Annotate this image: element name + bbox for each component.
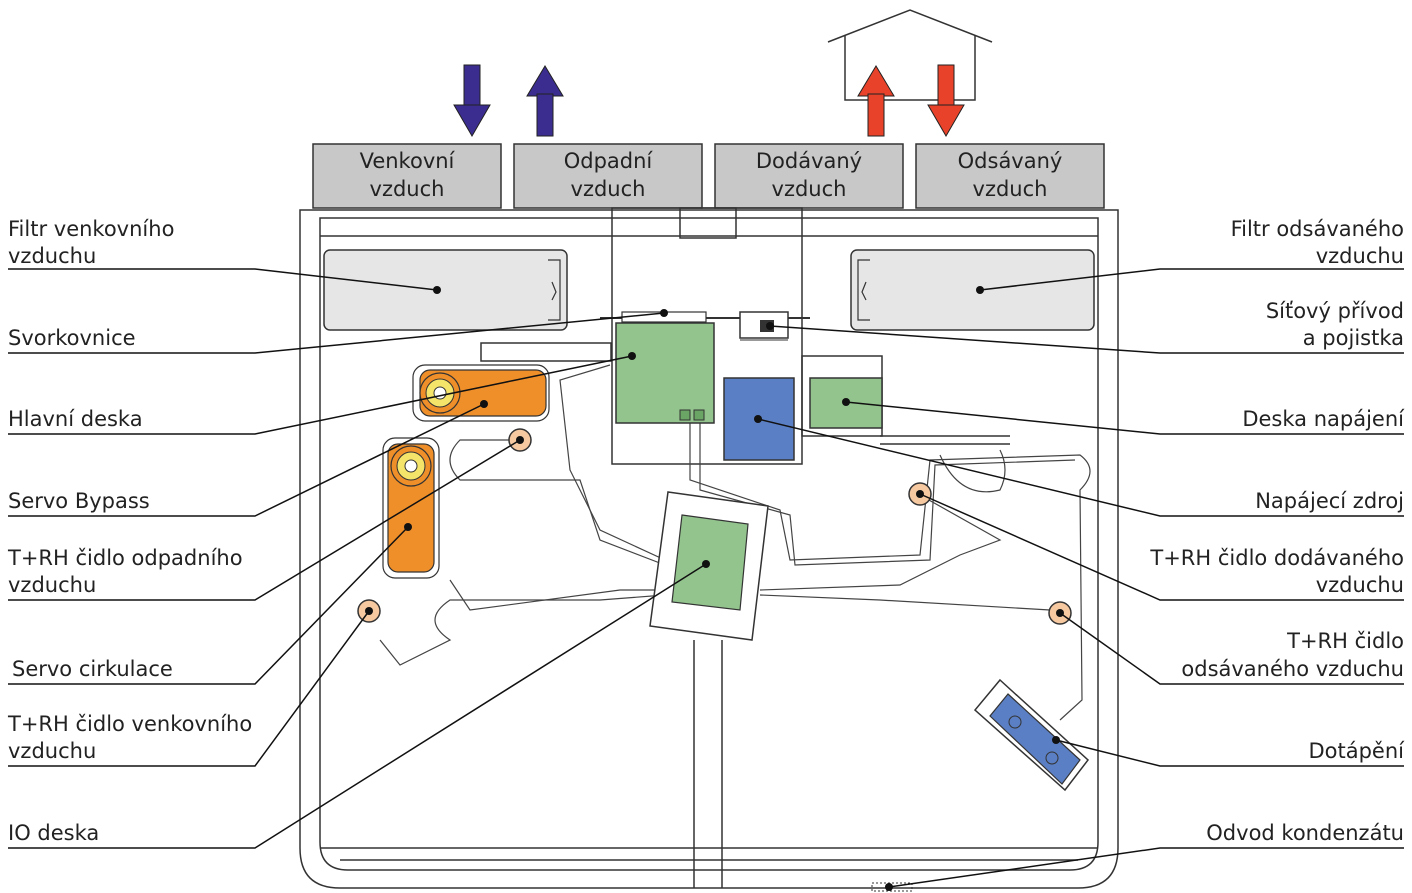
svg-text:Síťový přívod: Síťový přívod — [1266, 299, 1404, 323]
condensate-drain — [871, 882, 913, 892]
svg-text:Napájecí zdroj: Napájecí zdroj — [1255, 489, 1404, 513]
label-deska-napajeni: Deska napájení — [1242, 407, 1405, 431]
port-venkovni: Venkovní vzduch — [312, 143, 502, 209]
svg-text:Venkovní: Venkovní — [360, 149, 456, 173]
label-filtr-odsavaneho: Filtr odsávaného vzduchu — [1231, 217, 1404, 268]
svg-text:Filtr odsávaného: Filtr odsávaného — [1231, 217, 1404, 241]
svg-text:vzduch: vzduch — [772, 177, 847, 201]
port-odpadni: Odpadní vzduch — [513, 143, 703, 209]
arrow-extract-down-icon — [927, 64, 965, 137]
svg-text:vzduch: vzduch — [571, 177, 646, 201]
svg-text:Odpadní: Odpadní — [564, 149, 654, 173]
filter-extract — [850, 249, 1095, 331]
label-cidlo-venkovniho: T+RH čidlo venkovního vzduchu — [7, 712, 252, 763]
servo-bypass — [412, 364, 550, 422]
port-odsavany: Odsávaný vzduch — [915, 143, 1105, 209]
svg-text:vzduchu: vzduchu — [1316, 244, 1404, 268]
label-dotapeni: Dotápění — [1308, 739, 1405, 763]
arrow-outdoor-in-icon — [453, 64, 491, 137]
label-hlavni-deska: Hlavní deska — [8, 407, 143, 431]
svg-text:Odsávaný: Odsávaný — [958, 149, 1063, 173]
filter-outdoor — [323, 249, 568, 331]
svg-text:vzduchu: vzduchu — [8, 573, 96, 597]
unit-housing — [299, 207, 1119, 889]
port-dodavany: Dodávaný vzduch — [714, 143, 904, 209]
label-filtr-venkovniho: Filtr venkovního vzduchu — [8, 217, 174, 268]
label-odvod-kondenzatu: Odvod kondenzátu — [1206, 821, 1404, 845]
arrow-supply-up-icon — [857, 65, 895, 137]
svg-text:Filtr venkovního: Filtr venkovního — [8, 217, 174, 241]
servo-circulation — [382, 437, 440, 579]
svg-text:vzduchu: vzduchu — [8, 244, 96, 268]
svg-text:odsávaného vzduchu: odsávaného vzduchu — [1181, 657, 1404, 681]
svg-text:Deska napájení: Deska napájení — [1242, 407, 1405, 431]
svg-text:Hlavní deska: Hlavní deska — [8, 407, 143, 431]
svg-text:Svorkovnice: Svorkovnice — [8, 326, 136, 350]
label-servo-bypass: Servo Bypass — [8, 489, 150, 513]
svg-text:vzduchu: vzduchu — [8, 739, 96, 763]
house-icon — [827, 9, 993, 101]
svg-text:Dodávaný: Dodávaný — [756, 149, 862, 173]
arrow-exhaust-out-icon — [526, 65, 564, 137]
svg-text:vzduch: vzduch — [973, 177, 1048, 201]
main-board — [615, 322, 715, 424]
svg-text:T+RH čidlo dodávaného: T+RH čidlo dodávaného — [1149, 546, 1404, 570]
label-sitovy-privod: Síťový přívod a pojistka — [1266, 299, 1404, 350]
leader-lines — [8, 268, 1404, 888]
svg-text:Servo cirkulace: Servo cirkulace — [12, 657, 173, 681]
svg-text:T+RH čidlo venkovního: T+RH čidlo venkovního — [7, 712, 252, 736]
svg-text:Odvod kondenzátu: Odvod kondenzátu — [1206, 821, 1404, 845]
label-cidlo-odsavaneho: T+RH čidlo odsávaného vzduchu — [1181, 629, 1404, 681]
svg-text:T+RH čidlo odpadního: T+RH čidlo odpadního — [7, 546, 243, 570]
cable-harness — [379, 364, 1091, 721]
label-svorkovnice: Svorkovnice — [8, 326, 136, 350]
svg-text:IO deska: IO deska — [8, 821, 99, 845]
label-servo-cirkulace: Servo cirkulace — [12, 657, 173, 681]
svg-text:a pojistka: a pojistka — [1303, 326, 1404, 350]
svg-text:T+RH čidlo: T+RH čidlo — [1286, 629, 1404, 653]
post-heater — [973, 678, 1090, 792]
label-cidlo-dodavaneho: T+RH čidlo dodávaného vzduchu — [1149, 546, 1404, 597]
leader-dots — [365, 286, 1064, 891]
label-cidlo-odpadniho: T+RH čidlo odpadního vzduchu — [7, 546, 243, 597]
svg-text:vzduchu: vzduchu — [1316, 573, 1404, 597]
svg-text:Servo Bypass: Servo Bypass — [8, 489, 150, 513]
label-io-deska: IO deska — [8, 821, 99, 845]
svg-text:Dotápění: Dotápění — [1308, 739, 1405, 763]
svg-text:vzduch: vzduch — [370, 177, 445, 201]
label-napajeci-zdroj: Napájecí zdroj — [1255, 489, 1404, 513]
